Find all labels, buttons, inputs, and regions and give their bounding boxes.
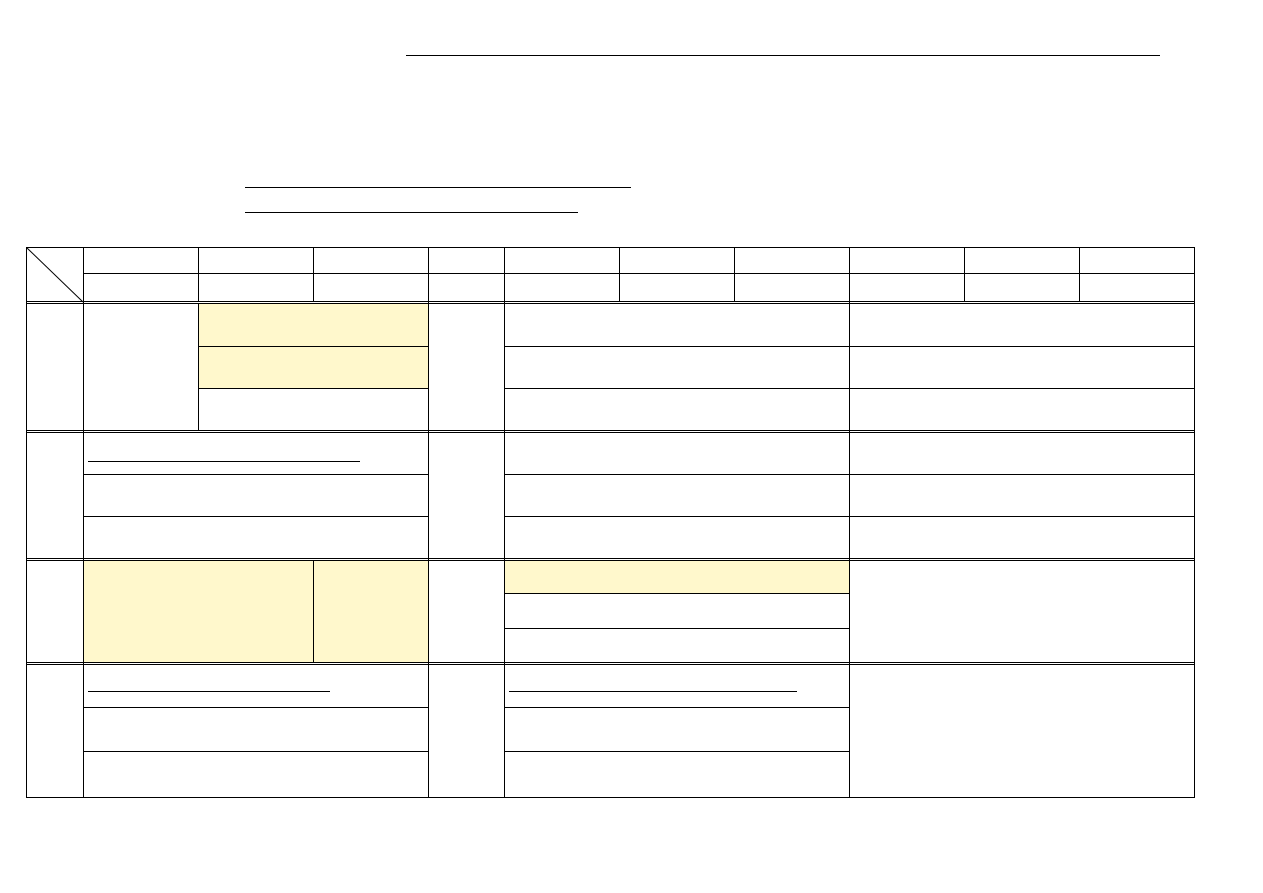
grid-line-h xyxy=(26,301,1195,302)
grid-line-v xyxy=(964,247,965,302)
grid-line-h xyxy=(83,707,429,708)
grid-line-v xyxy=(619,247,620,302)
cell-s3-mid[interactable] xyxy=(313,560,428,662)
grid-line-h xyxy=(504,346,1195,347)
grid-line-v xyxy=(198,247,199,302)
grid-line-v xyxy=(313,247,314,302)
grid-line-h xyxy=(504,388,1195,389)
grid-line-h xyxy=(198,388,429,389)
grid-line-v xyxy=(26,247,27,798)
grid-line-h xyxy=(26,560,1195,561)
grid-line-h xyxy=(83,474,429,475)
grid-line-h xyxy=(26,664,1195,665)
grid-line-h xyxy=(504,593,850,594)
grid-line-v xyxy=(83,301,84,798)
grid-line-h xyxy=(26,558,1195,559)
grid-line-v xyxy=(504,301,505,798)
field-underline-2 xyxy=(245,212,578,213)
grid-line-v xyxy=(1194,247,1195,798)
cell-s3-left[interactable] xyxy=(84,560,313,662)
grid-line-h xyxy=(26,247,1195,248)
field-underline-1 xyxy=(245,187,631,188)
corner-diagonal xyxy=(26,247,84,303)
title-underline xyxy=(406,55,1160,56)
cell-s1-c2-r2[interactable] xyxy=(199,347,428,389)
grid-line-h xyxy=(504,474,1195,475)
grid-line-h xyxy=(509,691,797,692)
grid-line-h xyxy=(88,691,330,692)
grid-line-h xyxy=(26,303,1195,304)
grid-line-h xyxy=(88,461,360,462)
grid-line-h xyxy=(504,628,850,629)
grid-line-h xyxy=(26,662,1195,663)
grid-line-v xyxy=(849,247,850,302)
grid-line-h xyxy=(504,516,1195,517)
grid-line-v xyxy=(428,301,429,798)
grid-line-v xyxy=(198,303,199,431)
grid-line-v xyxy=(504,247,505,302)
grid-line-h xyxy=(504,751,850,752)
grid-line-v xyxy=(1079,247,1080,302)
grid-line-h xyxy=(83,273,1195,274)
form-table xyxy=(26,247,1196,798)
grid-line-h xyxy=(26,797,1195,798)
grid-line-h xyxy=(198,346,429,347)
grid-line-v xyxy=(734,247,735,302)
grid-line-h xyxy=(83,751,429,752)
grid-line-h xyxy=(83,516,429,517)
grid-line-v xyxy=(428,247,429,302)
cell-s1-c2-r1[interactable] xyxy=(199,303,428,347)
grid-line-v xyxy=(849,301,850,798)
grid-line-h xyxy=(26,432,1195,433)
grid-line-h xyxy=(26,430,1195,431)
grid-line-h xyxy=(504,707,850,708)
grid-line-v xyxy=(313,560,314,663)
cell-s3-right-r1[interactable] xyxy=(505,560,849,594)
grid-line-v xyxy=(83,247,84,302)
